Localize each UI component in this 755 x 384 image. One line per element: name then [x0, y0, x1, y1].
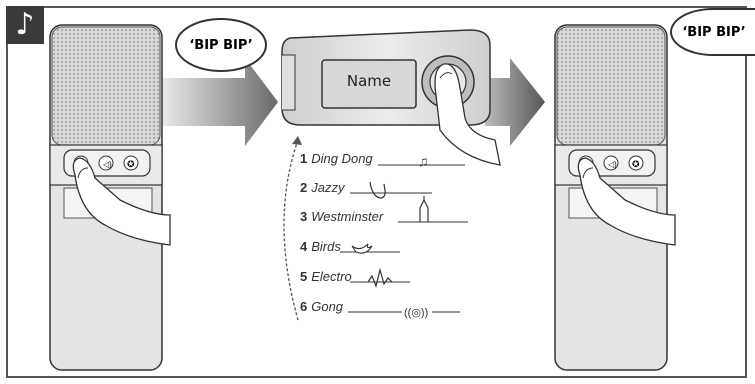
melody-lines [340, 164, 468, 313]
right-speech-bubble: ‘BIP BIP’ [670, 8, 755, 56]
saxophone-icon [369, 181, 386, 199]
svg-text:✪: ✪ [127, 159, 135, 169]
display-name: Name [346, 72, 392, 90]
svg-text:◁): ◁) [103, 160, 112, 169]
svg-text:✪: ✪ [632, 159, 640, 169]
waveform-icon [367, 267, 393, 288]
cycle-arrow [283, 139, 299, 321]
melody-number: 4 [300, 239, 308, 254]
melody-name: Ding Dong [311, 151, 373, 166]
notes-icon: ♫ [418, 153, 429, 169]
push-button-unit [281, 29, 501, 166]
left-arrow [160, 58, 278, 146]
melody-number: 3 [300, 209, 308, 224]
melody-name: Birds [311, 239, 341, 254]
svg-text:◁): ◁) [608, 160, 617, 169]
melody-number: 1 [300, 151, 308, 166]
right-chime-unit: ◁) ✪ [554, 24, 676, 371]
left-bubble-text: ‘BIP BIP’ [189, 37, 253, 53]
music-note-icon: ♪ [6, 6, 44, 44]
melody-number: 6 [300, 299, 308, 314]
left-speech-bubble: ‘BIP BIP’ [175, 18, 267, 72]
left-chime-unit: ◁) ✪ [49, 24, 171, 371]
melody-name: Gong [311, 299, 344, 314]
melody-name: Electro [311, 269, 352, 284]
right-arrow [485, 58, 545, 146]
right-bubble-text: ‘BIP BIP’ [682, 24, 746, 40]
church-icon [419, 196, 429, 222]
sound-waves-icon: ((◎)) [404, 307, 428, 319]
melody-number: 2 [300, 180, 308, 195]
melody-number: 5 [300, 269, 308, 284]
melody-name: Westminster [311, 209, 384, 224]
melody-name: Jazzy [311, 180, 345, 195]
bird-icon [351, 243, 373, 254]
